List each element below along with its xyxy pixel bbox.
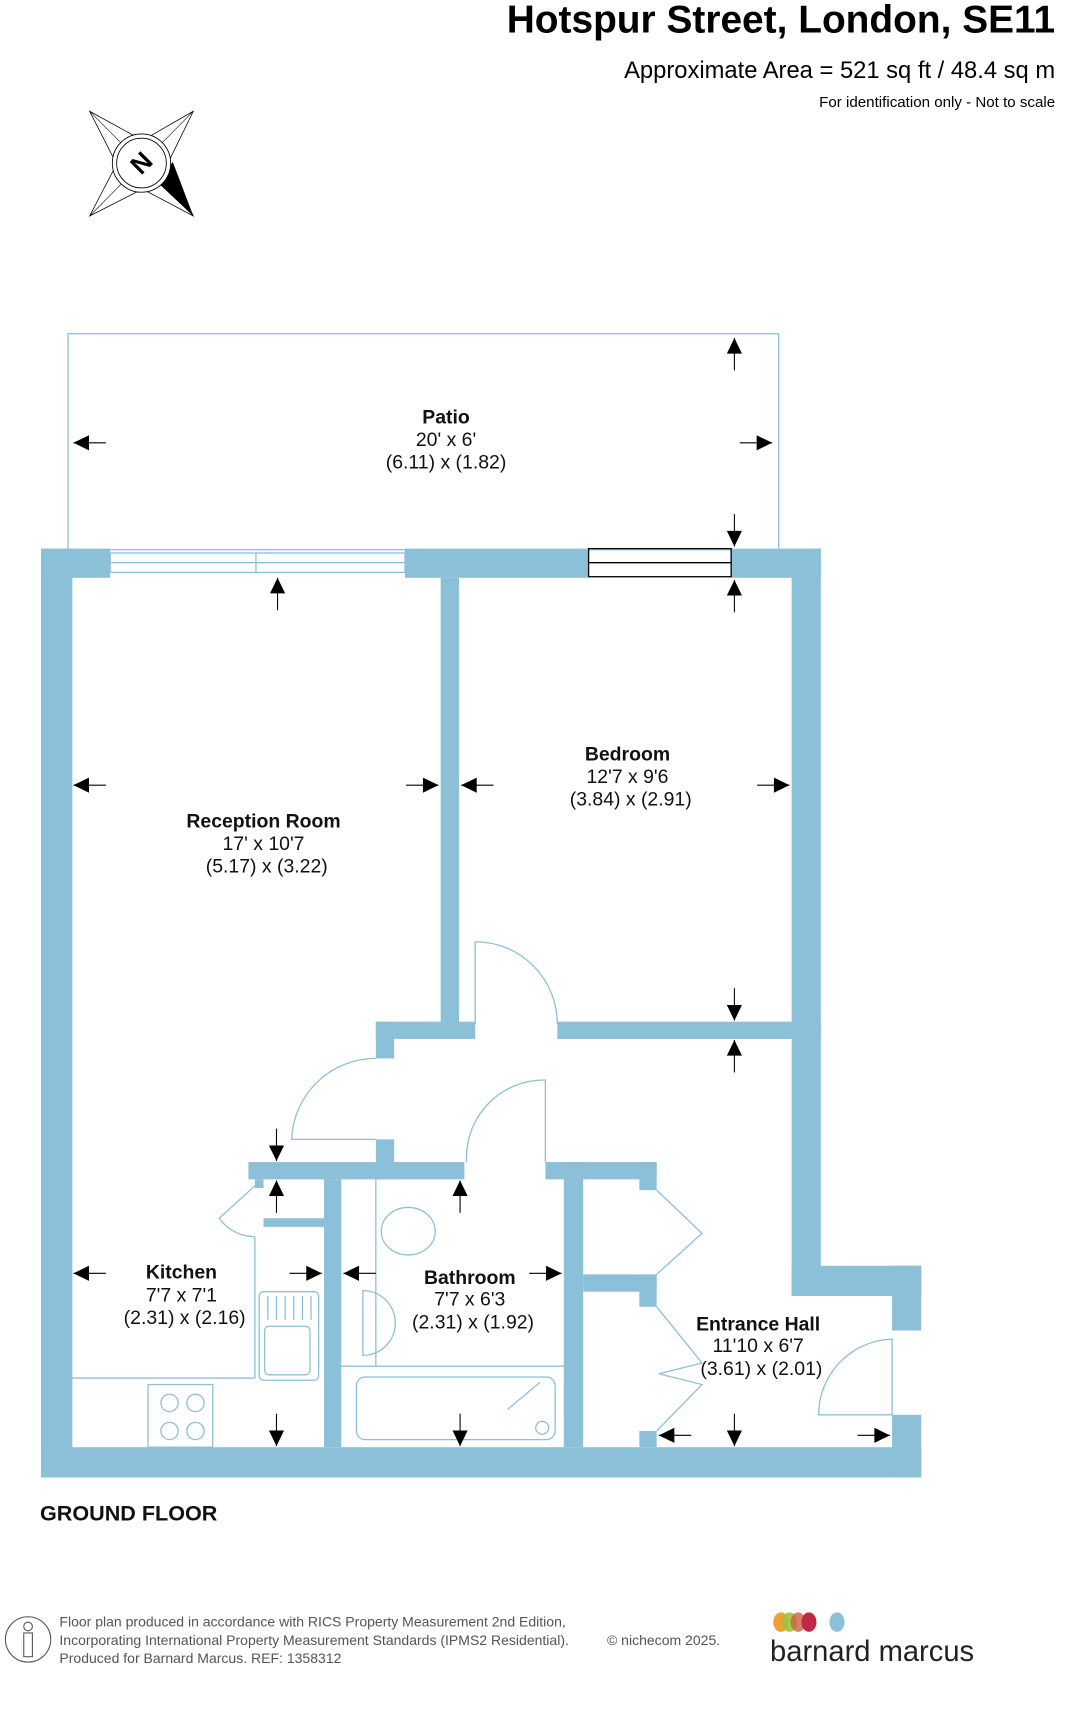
svg-text:17' x 10'7: 17' x 10'7 [223, 833, 305, 855]
dimension-arrow-icon [658, 1427, 692, 1443]
svg-text:(2.31) x (2.16): (2.31) x (2.16) [124, 1307, 246, 1329]
dimension-arrow-icon [406, 777, 439, 793]
dimension-arrow-icon [452, 1180, 468, 1213]
dimension-arrow-icon [726, 338, 742, 371]
dimension-arrow-icon [726, 514, 742, 547]
basin-icon [362, 1289, 396, 1357]
svg-text:Kitchen: Kitchen [146, 1262, 217, 1284]
svg-text:(6.11) x (1.82): (6.11) x (1.82) [386, 452, 507, 474]
accessibility-icon [4, 1616, 52, 1663]
copyright-text: © nichecom 2025. [607, 1632, 720, 1648]
window [587, 547, 732, 578]
footer-line-3: Produced for Barnard Marcus. REF: 135831… [59, 1650, 341, 1666]
dimension-arrows [73, 338, 890, 1447]
dimension-arrow-icon [289, 1265, 322, 1281]
dimension-arrow-icon [452, 1413, 468, 1447]
svg-text:(5.17) x (3.22): (5.17) x (3.22) [206, 856, 328, 878]
room-label-kitchen: Kitchen 7'7 x 7'1 (2.31) x (2.16) [124, 1262, 246, 1329]
svg-text:Reception Room: Reception Room [186, 810, 340, 832]
svg-text:Entrance Hall: Entrance Hall [696, 1314, 820, 1336]
dimension-arrow-icon [461, 777, 494, 793]
dimension-arrow-icon [726, 1413, 742, 1447]
window [109, 552, 406, 574]
svg-text:Bedroom: Bedroom [585, 743, 670, 765]
walls [41, 548, 922, 1478]
svg-text:(2.31) x (1.92): (2.31) x (1.92) [412, 1311, 534, 1333]
svg-text:7'7 x 6'3: 7'7 x 6'3 [434, 1289, 505, 1311]
toilet-icon [380, 1206, 436, 1256]
room-label-patio: Patio 20' x 6' (6.11) x (1.82) [386, 406, 507, 473]
brand-name: barnard marcus [770, 1636, 974, 1668]
room-label-bathroom: Bathroom 7'7 x 6'3 (2.31) x (1.92) [412, 1267, 534, 1333]
room-label-entrance-hall: Entrance Hall 11'10 x 6'7 (3.61) x (2.01… [696, 1314, 822, 1380]
dimension-arrow-icon [268, 1180, 285, 1213]
dimension-arrow-icon [757, 777, 790, 793]
dimension-arrow-icon [529, 1265, 562, 1281]
compass-icon: N [88, 110, 195, 217]
svg-text:11'10 x 6'7: 11'10 x 6'7 [713, 1335, 804, 1357]
svg-text:Bathroom: Bathroom [424, 1267, 516, 1289]
svg-text:(3.61) x (2.01): (3.61) x (2.01) [700, 1358, 822, 1380]
brand-logo: barnard marcus [770, 1612, 974, 1668]
svg-text:Patio: Patio [422, 406, 470, 428]
dimension-arrow-icon [73, 1265, 106, 1281]
svg-text:(3.84) x (2.91): (3.84) x (2.91) [570, 789, 692, 811]
svg-text:12'7 x 9'6: 12'7 x 9'6 [587, 766, 669, 788]
footer-line-1: Floor plan produced in accordance with R… [59, 1613, 565, 1629]
dimension-arrow-icon [268, 1128, 285, 1161]
dimension-arrow-icon [726, 988, 742, 1021]
hob-icon [147, 1383, 214, 1448]
dimension-arrow-icon [73, 435, 106, 451]
room-label-bedroom: Bedroom 12'7 x 9'6 (3.84) x (2.91) [570, 743, 692, 810]
page-title: Hotspur Street, London, SE11 [507, 0, 1055, 41]
dimension-arrow-icon [726, 579, 742, 613]
footer-line-2: Incorporating International Property Mea… [59, 1632, 569, 1648]
room-label-reception: Reception Room 17' x 10'7 (5.17) x (3.22… [186, 810, 340, 877]
disclaimer-text: For identification only - Not to scale [819, 94, 1055, 111]
dimension-arrow-icon [857, 1427, 890, 1443]
dimension-arrow-icon [739, 435, 773, 451]
dimension-arrow-icon [270, 577, 286, 611]
area-text: Approximate Area = 521 sq ft / 48.4 sq m [624, 57, 1055, 84]
dimension-arrow-icon [73, 777, 106, 793]
svg-text:20' x 6': 20' x 6' [416, 429, 476, 451]
floor-label: GROUND FLOOR [40, 1501, 218, 1526]
dimension-arrow-icon [726, 1040, 742, 1073]
dimension-arrow-icon [268, 1413, 285, 1447]
sink-icon [258, 1291, 320, 1381]
svg-text:7'7 x 7'1: 7'7 x 7'1 [146, 1284, 217, 1306]
bath-icon [355, 1376, 556, 1441]
dimension-arrow-icon [343, 1265, 376, 1281]
